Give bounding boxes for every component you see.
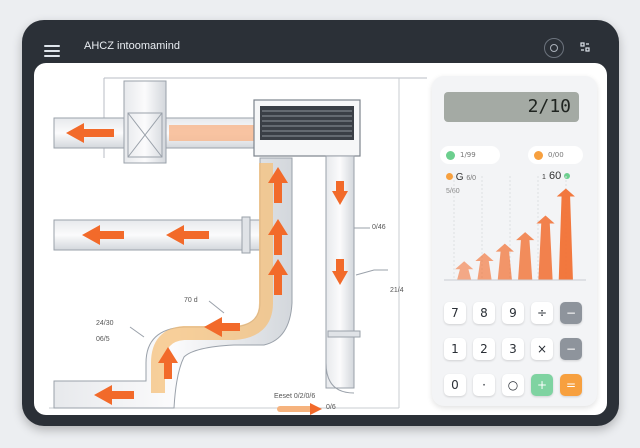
key-3[interactable]: ÷ (531, 302, 553, 324)
vertical-damper (123, 80, 167, 164)
chart-bar-4 (516, 232, 535, 280)
main-screen: 0/46 21/4 70 d 24/30 06/5 Eeset 0/2/0/6 … (34, 63, 607, 415)
key-2[interactable]: 9 (502, 302, 524, 324)
key-5[interactable]: 1 (444, 338, 466, 360)
key-8[interactable]: × (531, 338, 553, 360)
chart-left-value: G 6/0 (446, 172, 476, 183)
flow-arrow-left-top (66, 123, 114, 143)
chart-right-value: 1 60 (542, 170, 571, 182)
key-14[interactable]: = (560, 374, 582, 396)
chart-bar-3 (495, 243, 514, 280)
hamburger-menu-icon[interactable] (44, 42, 60, 57)
green-dot-icon (564, 173, 571, 179)
hvac-duct-diagram (49, 77, 427, 415)
top-bar: AHCZ intoomamind (34, 30, 607, 70)
legend-label: Eeset 0/2/0/6 (274, 393, 316, 400)
chart-left-axis-label: 5/60 (446, 188, 460, 195)
key-10[interactable]: 0 (444, 374, 466, 396)
chart-bar-5 (536, 215, 555, 280)
key-0[interactable]: 7 (444, 302, 466, 324)
label-e: 06/5 (96, 336, 110, 343)
chart-bar-6 (556, 188, 575, 280)
calculator-display: 2/10 (444, 92, 579, 122)
check-icon (446, 150, 455, 160)
chart-bar-2 (475, 252, 494, 280)
tablet-frame: AHCZ intoomamind (22, 20, 619, 426)
key-1[interactable]: 8 (473, 302, 495, 324)
key-11[interactable]: · (473, 374, 495, 396)
mode-left-toggle[interactable]: 1/99 (440, 146, 500, 164)
key-12[interactable]: ○ (502, 374, 524, 396)
app-title: AHCZ intoomamind (84, 40, 180, 52)
label-a: 0/46 (372, 224, 386, 231)
label-b: 21/4 (390, 287, 404, 294)
key-6[interactable]: 2 (473, 338, 495, 360)
key-4[interactable]: − (560, 302, 582, 324)
label-c: 70 d (184, 297, 198, 304)
supply-duct (53, 157, 293, 409)
key-13[interactable]: + (531, 374, 553, 396)
coin-icon (534, 150, 543, 160)
label-d: 24/30 (96, 320, 114, 327)
orange-dot-icon (446, 173, 453, 180)
legend-sub-label: 0/6 (326, 404, 336, 411)
settings-icon[interactable] (576, 38, 594, 56)
circle-icon[interactable] (544, 38, 564, 58)
mode-right-toggle[interactable]: 0/00 (528, 146, 583, 164)
chart-bar-1 (455, 261, 474, 280)
growth-bar-chart (444, 176, 586, 281)
key-9[interactable]: − (560, 338, 582, 360)
key-7[interactable]: 3 (502, 338, 524, 360)
